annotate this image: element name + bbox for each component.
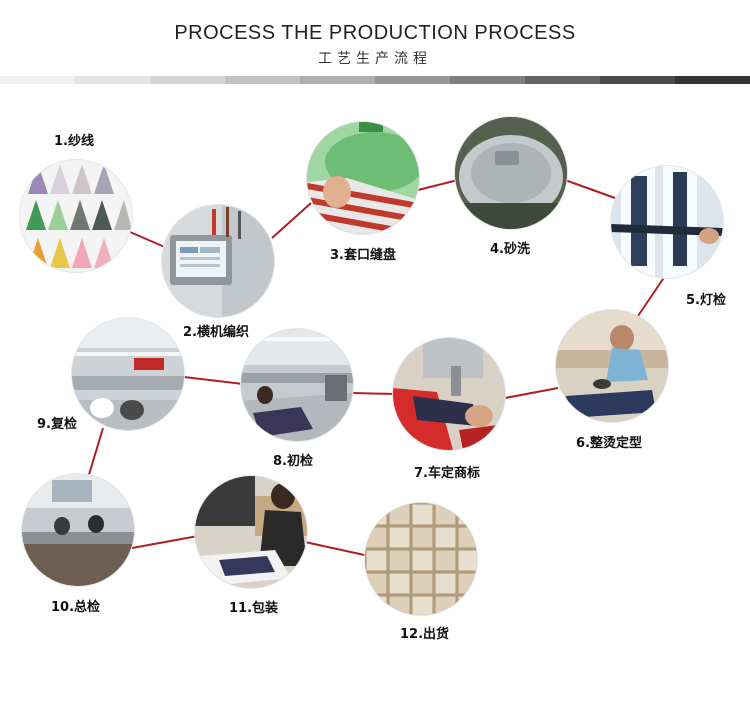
knitting-machine-photo bbox=[162, 205, 274, 317]
washing-machine-photo bbox=[455, 117, 567, 229]
gradient-divider bbox=[0, 76, 750, 84]
connector-line bbox=[129, 231, 168, 249]
carton-box bbox=[411, 503, 434, 526]
connector-line bbox=[504, 387, 559, 399]
step-label: 3.套口缝盘 bbox=[330, 248, 396, 263]
page-title: PROCESS THE PRODUCTION PROCESS bbox=[174, 22, 576, 44]
shipping-boxes-photo bbox=[365, 503, 477, 615]
connector-line bbox=[131, 535, 199, 549]
step-label: 7.车定商标 bbox=[414, 466, 480, 481]
step-label: 6.整烫定型 bbox=[576, 436, 642, 451]
carton-box bbox=[388, 549, 411, 572]
carton-box bbox=[388, 526, 411, 549]
step-label: 12.出货 bbox=[400, 627, 450, 642]
final-inspection-photo bbox=[22, 474, 134, 586]
gradient-segment bbox=[0, 76, 75, 84]
carton-box bbox=[434, 572, 457, 595]
carton-box bbox=[411, 572, 434, 595]
gradient-segment bbox=[150, 76, 225, 84]
connector-line bbox=[564, 179, 616, 199]
linking-machine-photo bbox=[307, 122, 419, 234]
gradient-segment bbox=[225, 76, 300, 84]
step-label: 4.砂洗 bbox=[490, 242, 530, 257]
page-subtitle: 工艺生产流程 bbox=[318, 51, 432, 67]
step-label: 8.初检 bbox=[273, 454, 313, 469]
carton-box bbox=[457, 549, 477, 572]
gradient-segment bbox=[600, 76, 675, 84]
connector-line bbox=[637, 275, 666, 317]
connector-line bbox=[183, 376, 244, 385]
carton-box bbox=[365, 549, 388, 572]
step-label: 9.复检 bbox=[37, 417, 77, 432]
gradient-segment bbox=[450, 76, 525, 84]
gradient-segment bbox=[75, 76, 150, 84]
initial-inspection-photo bbox=[241, 329, 353, 441]
step-label: 2.横机编织 bbox=[183, 325, 249, 340]
sewing-label-photo bbox=[393, 338, 505, 450]
carton-box bbox=[411, 526, 434, 549]
step-label: 1.纱线 bbox=[54, 134, 94, 149]
re-inspection-photo bbox=[72, 318, 184, 430]
yarn-cones-photo bbox=[20, 160, 132, 272]
ironing-photo bbox=[556, 310, 668, 422]
connector-line bbox=[304, 541, 370, 557]
carton-box bbox=[388, 572, 411, 595]
gradient-segment bbox=[675, 76, 750, 84]
step-label: 11.包装 bbox=[229, 601, 279, 616]
connector-line bbox=[271, 202, 312, 239]
connector-line bbox=[417, 179, 459, 191]
carton-box bbox=[411, 549, 434, 572]
step-label: 10.总检 bbox=[51, 600, 101, 615]
packaging-photo bbox=[195, 476, 307, 588]
carton-box bbox=[434, 526, 457, 549]
light-inspection-photo bbox=[611, 166, 723, 278]
step-label: 5.灯检 bbox=[686, 293, 726, 308]
connector-line bbox=[351, 392, 396, 395]
carton-box bbox=[411, 595, 434, 615]
carton-box bbox=[434, 549, 457, 572]
gradient-segment bbox=[375, 76, 450, 84]
connector-line bbox=[87, 427, 104, 479]
gradient-segment bbox=[300, 76, 375, 84]
gradient-segment bbox=[525, 76, 600, 84]
